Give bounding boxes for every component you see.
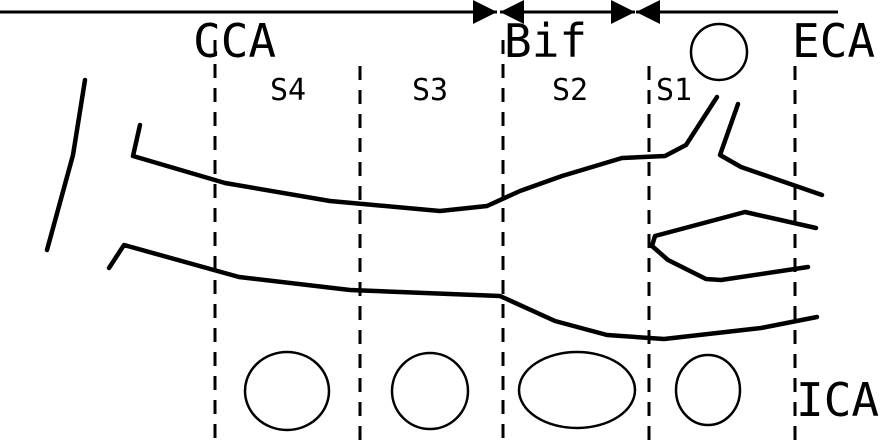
segment-label-s2: S2 xyxy=(552,73,588,108)
cross-section-s4 xyxy=(243,350,331,432)
cross-section-s2 xyxy=(517,350,637,430)
segment-label-s3: S3 xyxy=(412,73,448,108)
cross-section-s1 xyxy=(674,353,742,427)
cca-lower-wall xyxy=(106,242,820,342)
segment-label-s4: S4 xyxy=(270,73,306,108)
skin-line xyxy=(44,77,88,253)
eca-label: ECA xyxy=(792,14,875,68)
cca-label: CCA xyxy=(193,14,276,68)
eca-right-wall xyxy=(717,101,825,198)
cca-upper-wall xyxy=(130,94,720,214)
bif-label: Bif xyxy=(504,14,587,68)
flow-divider-wall xyxy=(649,209,819,283)
eca-cross-section xyxy=(689,22,749,82)
segment-label-s1: S1 xyxy=(656,73,692,108)
cross-section-s3 xyxy=(390,351,470,431)
ica-label: ICA xyxy=(796,373,879,427)
